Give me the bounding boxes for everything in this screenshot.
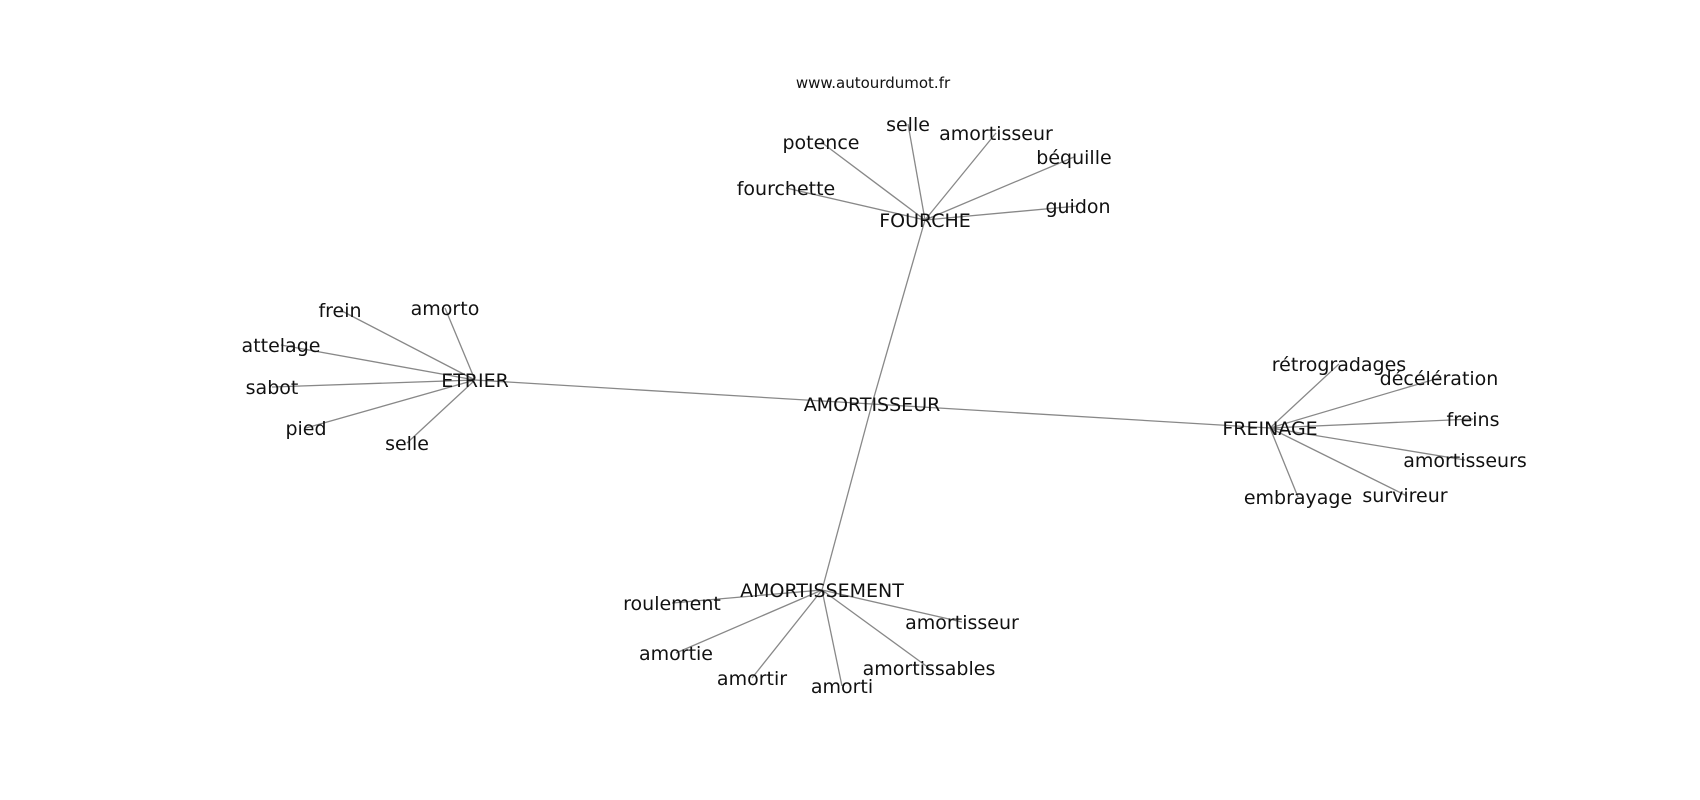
leaf-node-etrier-pied[interactable]: pied — [285, 418, 326, 440]
edge-amortissement-amortissables — [821, 589, 930, 669]
edge-amortissement-amortir — [751, 589, 823, 679]
leaf-node-fourche-guidon[interactable]: guidon — [1045, 196, 1110, 218]
hub-node-amortissement[interactable]: AMORTISSEMENT — [740, 580, 904, 602]
leaf-node-amortissement-roulement[interactable]: roulement — [623, 593, 721, 615]
labels-layer: www.autourdumot.fr AMORTISSEUR FOURCHE sel… — [242, 74, 1527, 698]
edge-freinage-deceleration — [1269, 377, 1440, 429]
leaf-node-freinage-amortisseurs[interactable]: amortisseurs — [1403, 450, 1527, 472]
leaf-node-fourche-potence[interactable]: potence — [782, 132, 859, 154]
leaf-node-amortissement-amorti[interactable]: amorti — [811, 676, 873, 698]
edge-freinage-amortisseurs — [1269, 427, 1466, 461]
leaf-node-fourche-amortisseur[interactable]: amortisseur — [939, 123, 1053, 145]
leaf-node-fourche-bequille[interactable]: béquille — [1036, 147, 1111, 169]
edge-center-etrier — [474, 379, 873, 405]
leaf-node-amortissement-amortir[interactable]: amortir — [717, 668, 787, 690]
edge-amortissement-amortie — [675, 589, 823, 654]
edge-amortissement-amortisseur — [821, 589, 963, 623]
leaf-node-freinage-embrayage[interactable]: embrayage — [1244, 487, 1352, 509]
edge-center-amortissement — [821, 403, 873, 591]
edge-fourche-potence — [820, 141, 926, 221]
hub-node-etrier[interactable]: ETRIER — [441, 370, 509, 392]
edge-fourche-fourchette — [785, 187, 926, 221]
edges-layer — [271, 123, 1474, 687]
edge-etrier-selle — [406, 379, 476, 444]
site-url[interactable]: www.autourdumot.fr — [796, 74, 951, 92]
edge-fourche-amortisseur — [924, 132, 997, 221]
leaf-node-freinage-deceleration[interactable]: décélération — [1380, 368, 1499, 390]
leaf-node-fourche-selle[interactable]: selle — [886, 114, 930, 136]
leaf-node-amortissement-amortie[interactable]: amortie — [639, 643, 713, 665]
hub-node-fourche[interactable]: FOURCHE — [879, 210, 971, 232]
edge-fourche-bequille — [924, 156, 1075, 221]
leaf-node-etrier-amorto[interactable]: amorto — [411, 298, 480, 320]
leaf-node-etrier-sabot[interactable]: sabot — [246, 377, 299, 399]
leaf-node-fourche-fourchette[interactable]: fourchette — [737, 178, 836, 200]
edge-freinage-freins — [1269, 418, 1474, 429]
leaf-node-etrier-selle[interactable]: selle — [385, 433, 429, 455]
leaf-node-etrier-attelage[interactable]: attelage — [242, 335, 321, 357]
edge-fourche-guidon — [924, 205, 1079, 221]
edge-freinage-retrogradages — [1269, 363, 1340, 429]
edge-etrier-sabot — [271, 379, 476, 388]
edge-etrier-amorto — [444, 307, 476, 381]
edge-amortissement-amorti — [821, 589, 843, 687]
leaf-node-freinage-retrogradages[interactable]: rétrogradages — [1272, 354, 1406, 376]
leaf-node-freinage-freins[interactable]: freins — [1447, 409, 1500, 431]
leaf-node-freinage-survireur[interactable]: survireur — [1362, 485, 1447, 507]
edge-center-freinage — [871, 403, 1271, 429]
edge-etrier-attelage — [280, 344, 476, 381]
edge-etrier-pied — [305, 379, 476, 429]
edge-freinage-survireur — [1269, 427, 1406, 496]
edge-fourche-selle — [907, 123, 926, 221]
edge-amortissement-roulement — [671, 589, 823, 604]
edge-etrier-frein — [339, 309, 476, 381]
leaf-node-amortissement-amortisseur[interactable]: amortisseur — [905, 612, 1019, 634]
hub-node-freinage[interactable]: FREINAGE — [1222, 418, 1317, 440]
edge-center-fourche — [871, 219, 926, 405]
edge-freinage-embrayage — [1269, 427, 1299, 498]
leaf-node-etrier-frein[interactable]: frein — [318, 300, 361, 322]
center-node-label[interactable]: AMORTISSEUR — [804, 394, 941, 416]
leaf-node-amortissement-amortissables[interactable]: amortissables — [863, 658, 996, 680]
